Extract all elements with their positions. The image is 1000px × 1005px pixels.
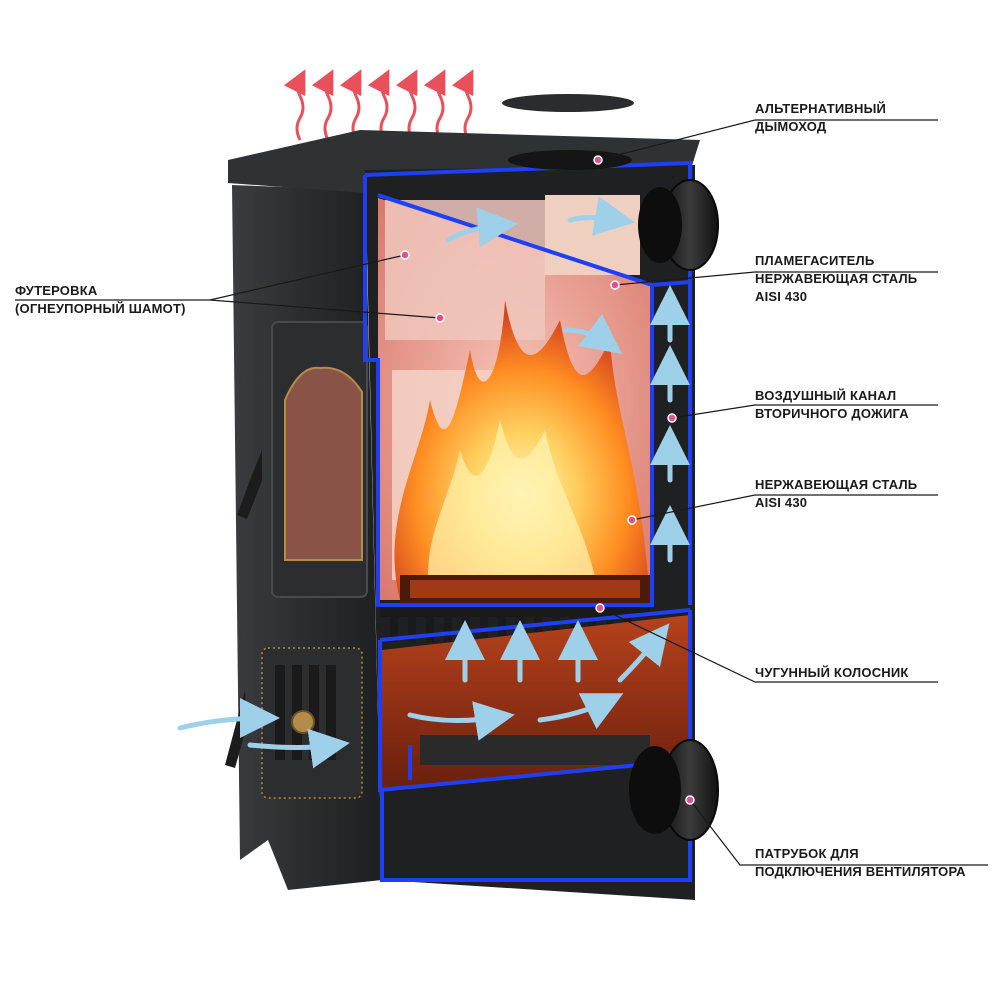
label-flame-arrester-line2: НЕРЖАВЕЮЩАЯ СТАЛЬ xyxy=(755,271,918,286)
label-flame-arrester-line3: AISI 430 xyxy=(755,289,808,304)
label-fan-pipe-line2: ПОДКЛЮЧЕНИЯ ВЕНТИЛЯТОРА xyxy=(755,864,966,879)
ash-pan xyxy=(420,735,650,765)
label-lining-line1: ФУТЕРОВКА xyxy=(15,283,98,298)
label-stainless-line1: НЕРЖАВЕЮЩАЯ СТАЛЬ xyxy=(755,477,918,492)
label-lining-line2: (ОГНЕУПОРНЫЙ ШАМОТ) xyxy=(15,301,186,316)
air-flow-arrows xyxy=(177,196,690,769)
callout-dots xyxy=(400,155,695,805)
label-air-channel-line1: ВОЗДУШНЫЙ КАНАЛ xyxy=(755,388,897,403)
chimney-cap xyxy=(502,94,634,112)
top-chimney-opening xyxy=(508,150,632,170)
label-alt-chimney-line1: АЛЬТЕРНАТИВНЫЙ xyxy=(755,101,887,116)
air-damper-icon xyxy=(291,710,315,734)
label-flame-arrester-line1: ПЛАМЕГАСИТЕЛЬ xyxy=(755,253,875,268)
door-handle-icon xyxy=(237,450,262,519)
label-lining: ФУТЕРОВКА (ОГНЕУПОРНЫЙ ШАМОТ) xyxy=(15,282,186,318)
label-stainless: НЕРЖАВЕЮЩАЯ СТАЛЬ AISI 430 xyxy=(755,476,917,512)
label-fan-pipe-line1: ПАТРУБОК ДЛЯ xyxy=(755,846,859,861)
label-air-channel: ВОЗДУШНЫЙ КАНАЛ ВТОРИЧНОГО ДОЖИГА xyxy=(755,387,909,423)
label-alt-chimney: АЛЬТЕРНАТИВНЫЙ ДЫМОХОД xyxy=(755,100,886,136)
label-alt-chimney-line2: ДЫМОХОД xyxy=(755,119,827,134)
label-fan-pipe: ПАТРУБОК ДЛЯ ПОДКЛЮЧЕНИЯ ВЕНТИЛЯТОРА xyxy=(755,845,966,881)
fireclay-lining-top xyxy=(385,200,545,340)
label-stainless-line2: AISI 430 xyxy=(755,495,808,510)
callout-lines xyxy=(15,119,988,866)
heat-wave-arrows xyxy=(283,69,474,141)
label-air-channel-line2: ВТОРИЧНОГО ДОЖИГА xyxy=(755,406,909,421)
flame-arrester-block xyxy=(545,195,640,275)
door-glass xyxy=(284,366,363,561)
label-flame-arrester: ПЛАМЕГАСИТЕЛЬ НЕРЖАВЕЮЩАЯ СТАЛЬ AISI 430 xyxy=(755,252,917,306)
label-grate: ЧУГУННЫЙ КОЛОСНИК xyxy=(755,664,909,682)
label-grate-line1: ЧУГУННЫЙ КОЛОСНИК xyxy=(755,665,909,680)
